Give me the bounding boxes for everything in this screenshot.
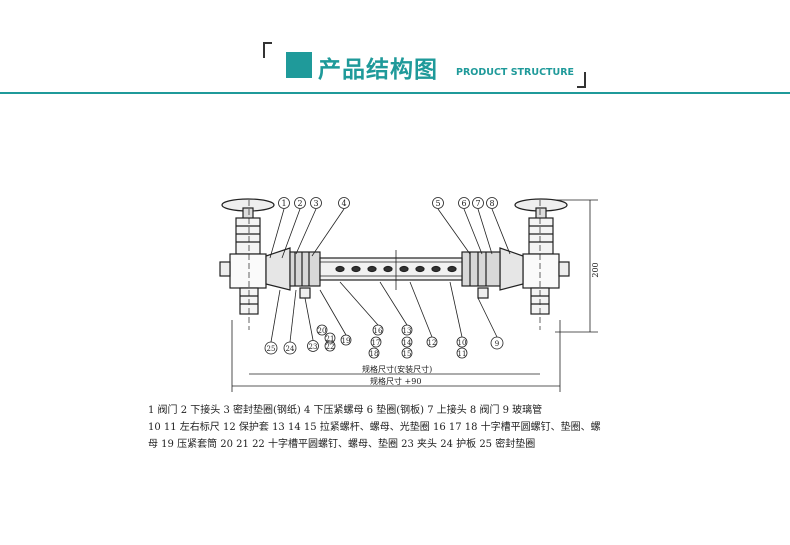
callout-19: 19 — [342, 337, 351, 345]
callout-2: 2 — [297, 199, 302, 208]
install-dimension-label: 规格尺寸(安装尺寸) — [362, 364, 432, 374]
callout-11: 11 — [458, 350, 467, 358]
left-connector — [265, 247, 321, 299]
callout-14: 14 — [403, 339, 412, 347]
section-header: 产品结构图 PRODUCT STRUCTURE — [0, 0, 790, 96]
callout-13: 13 — [403, 327, 412, 335]
callout-6: 6 — [461, 199, 466, 208]
top-callout-labels: 1 2 3 4 5 6 7 8 — [281, 199, 494, 208]
callout-3: 3 — [313, 199, 318, 208]
callout-20: 20 — [318, 327, 327, 335]
section-subtitle: PRODUCT STRUCTURE — [456, 67, 575, 78]
structure-diagram: 1 2 3 4 5 6 7 8 25 24 23 22 21 20 19 18 … — [219, 197, 600, 392]
callout-4: 4 — [341, 199, 346, 208]
left-bracket-decoration — [263, 42, 272, 58]
callout-7: 7 — [475, 199, 480, 208]
section-title: 产品结构图 — [318, 57, 438, 83]
callout-25: 25 — [267, 345, 276, 353]
parts-legend: 1 阀门 2 下接头 3 密封垫圈(钢纸) 4 下压紧螺母 6 垫圈(钢板) 7… — [148, 402, 668, 453]
callout-8: 8 — [489, 199, 494, 208]
callout-22: 22 — [326, 343, 335, 351]
callout-5: 5 — [435, 199, 440, 208]
top-callouts — [269, 197, 511, 259]
callout-15: 15 — [403, 350, 412, 358]
bottom-callout-labels: 25 24 23 22 21 20 19 18 17 16 15 14 13 1… — [267, 327, 500, 358]
callout-1: 1 — [281, 199, 286, 208]
right-connector — [461, 247, 524, 299]
legend-line: 1 阀门 2 下接头 3 密封垫圈(钢纸) 4 下压紧螺母 6 垫圈(钢板) 7… — [148, 405, 543, 416]
left-valve — [219, 198, 275, 330]
callout-24: 24 — [286, 345, 295, 353]
height-dimension-label: 200 — [591, 262, 600, 277]
bottom-callouts — [264, 281, 504, 359]
callout-12: 12 — [428, 339, 437, 347]
spec-dimension-label: 规格尺寸 +90 — [370, 376, 421, 386]
right-valve — [514, 198, 570, 330]
callout-21: 21 — [326, 335, 335, 343]
callout-16: 16 — [374, 327, 383, 335]
legend-line: 10 11 左右标尺 12 保护套 13 14 15 拉紧螺杆、螺母、光垫圈 1… — [148, 422, 601, 433]
legend-line: 母 19 压紧套筒 20 21 22 十字槽平圆螺钉、螺母、垫圈 23 夹头 2… — [148, 439, 536, 450]
callout-17: 17 — [372, 339, 381, 347]
right-bracket-decoration — [577, 72, 586, 88]
callout-23: 23 — [309, 343, 318, 351]
dimension-lines — [231, 199, 598, 392]
callout-9: 9 — [495, 340, 499, 348]
callout-18: 18 — [370, 350, 379, 358]
title-square-icon — [286, 52, 312, 78]
glass-tube — [319, 250, 463, 290]
header-divider — [0, 92, 790, 94]
callout-10: 10 — [458, 339, 467, 347]
dimension-labels: 规格尺寸(安装尺寸) 规格尺寸 +90 200 — [362, 262, 600, 386]
